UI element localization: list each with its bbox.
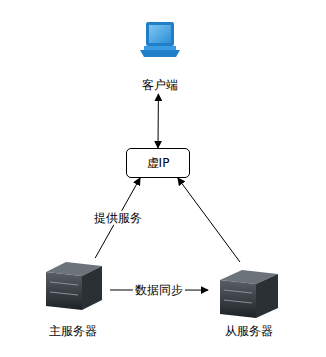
connector-arrow [178,178,240,262]
edge-label: 数据同步 [133,283,185,297]
server-icon [220,270,278,318]
node-label: 虚IP [147,156,170,170]
node-label: 主服务器 [49,324,97,338]
server-icon [46,262,102,310]
edge-label: 提供服务 [92,211,144,225]
laptop-icon [140,22,180,57]
connector-arrow [158,94,159,148]
virtual-ip-box: 虚IP [126,148,190,178]
node-label: 从服务器 [225,324,273,338]
server-node: 从服务器 [208,262,290,340]
node-label: 客户端 [142,78,178,92]
server-node: 主服务器 [36,258,110,340]
client-node: 客户端 [120,14,200,94]
